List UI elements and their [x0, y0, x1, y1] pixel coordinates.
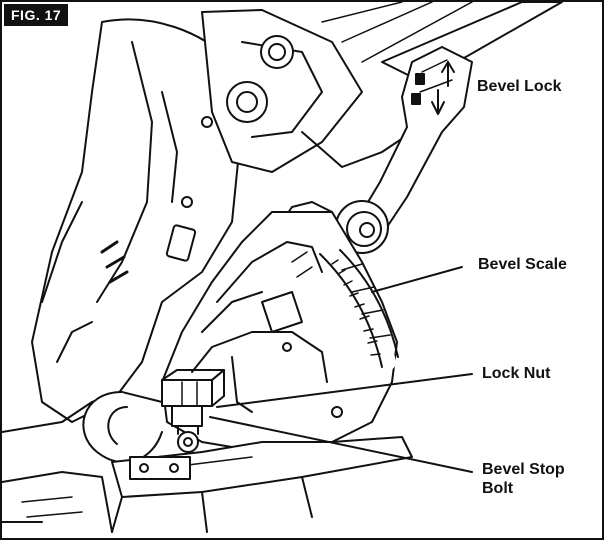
- leader-lines: [209, 266, 473, 473]
- leader-bevel-stop-bolt: [209, 416, 473, 473]
- figure-label: FIG. 17: [4, 4, 69, 26]
- callout-bevel-lock: Bevel Lock: [477, 78, 562, 95]
- callout-bevel-stop-bolt-line1: Bevel Stop: [482, 461, 565, 478]
- stop-bolt-assembly: [161, 369, 225, 453]
- upper-arm: [181, 2, 563, 208]
- base: [2, 391, 413, 533]
- saw-housing: [31, 18, 243, 423]
- callout-bevel-stop-bolt-line2: Bolt: [482, 480, 514, 497]
- leader-lock-nut: [216, 373, 473, 408]
- leader-bevel-scale: [371, 266, 463, 293]
- callout-bevel-scale: Bevel Scale: [478, 256, 567, 273]
- callout-lock-nut: Lock Nut: [482, 365, 551, 382]
- callout-bevel-stop-bolt: Bevel Stop Bolt: [482, 460, 565, 498]
- bevel-scale-arc: [318, 248, 399, 371]
